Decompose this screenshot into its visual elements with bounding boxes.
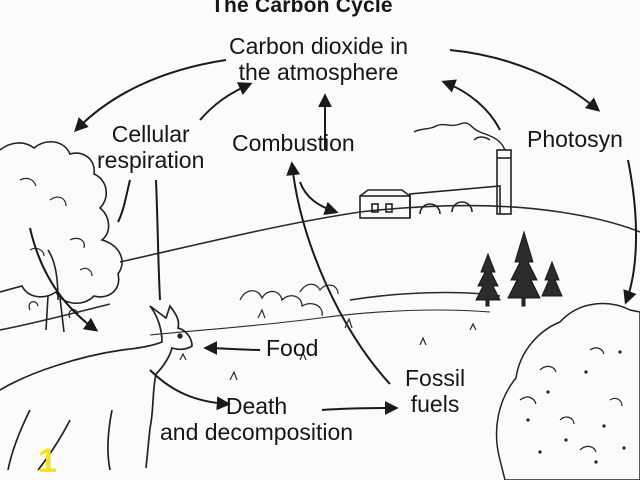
arrow-co2-to-tree	[74, 59, 227, 133]
label-cellular-respiration-line2: respiration	[97, 146, 205, 173]
factory-icon	[359, 149, 512, 219]
label-fossil-fuels-line2: fuels	[410, 390, 460, 417]
label-cellular-respiration: Cellular respiration	[97, 121, 205, 174]
diagram-title: The Carbon Cycle	[211, 0, 393, 17]
arrow-co2-to-photosynthesis	[449, 49, 601, 112]
cycle-arrows	[29, 49, 638, 416]
label-fossil-fuels-line1: Fossil	[405, 365, 466, 391]
arrow-respiration-from-tree	[117, 179, 131, 223]
shrub-icon	[495, 302, 640, 480]
label-death-decomposition: Death and decomposition	[160, 393, 354, 446]
deer-icon	[0, 304, 193, 471]
label-combustion: Combustion	[232, 130, 355, 156]
arrow-tree-to-deer	[29, 227, 99, 332]
smoke-icon	[413, 122, 506, 151]
label-carbon-dioxide: Carbon dioxide in the atmosphere	[229, 33, 409, 86]
corner-number-mark: 1	[38, 442, 57, 480]
arrow-factory-to-co2	[441, 79, 501, 131]
label-death-line1: Death	[225, 393, 288, 419]
arrow-to-food	[203, 341, 261, 356]
label-death-line2: and decomposition	[160, 418, 354, 445]
label-fossil-fuels: Fossil fuels	[405, 365, 466, 418]
pine-tree-icon	[475, 230, 563, 307]
label-food: Food	[266, 335, 319, 361]
label-cellular-respiration-line1: Cellular	[111, 121, 190, 147]
label-carbon-dioxide-line1: Carbon dioxide in	[229, 33, 409, 59]
arrow-respiration-to-co2	[199, 82, 253, 121]
arrow-combustion-to-factory	[299, 181, 339, 216]
label-carbon-dioxide-line2: the atmosphere	[238, 58, 399, 85]
arrow-fossil-fuels-up	[286, 161, 391, 385]
arrow-death-to-fossil-fuels	[321, 401, 399, 416]
arrow-deer-to-death	[149, 369, 231, 411]
arrow-respiration-from-deer	[155, 179, 161, 301]
label-photosynthesis: Photosyn	[527, 126, 623, 152]
tree-icon	[0, 141, 123, 333]
arrow-photosynthesis-to-shrub	[623, 159, 638, 305]
